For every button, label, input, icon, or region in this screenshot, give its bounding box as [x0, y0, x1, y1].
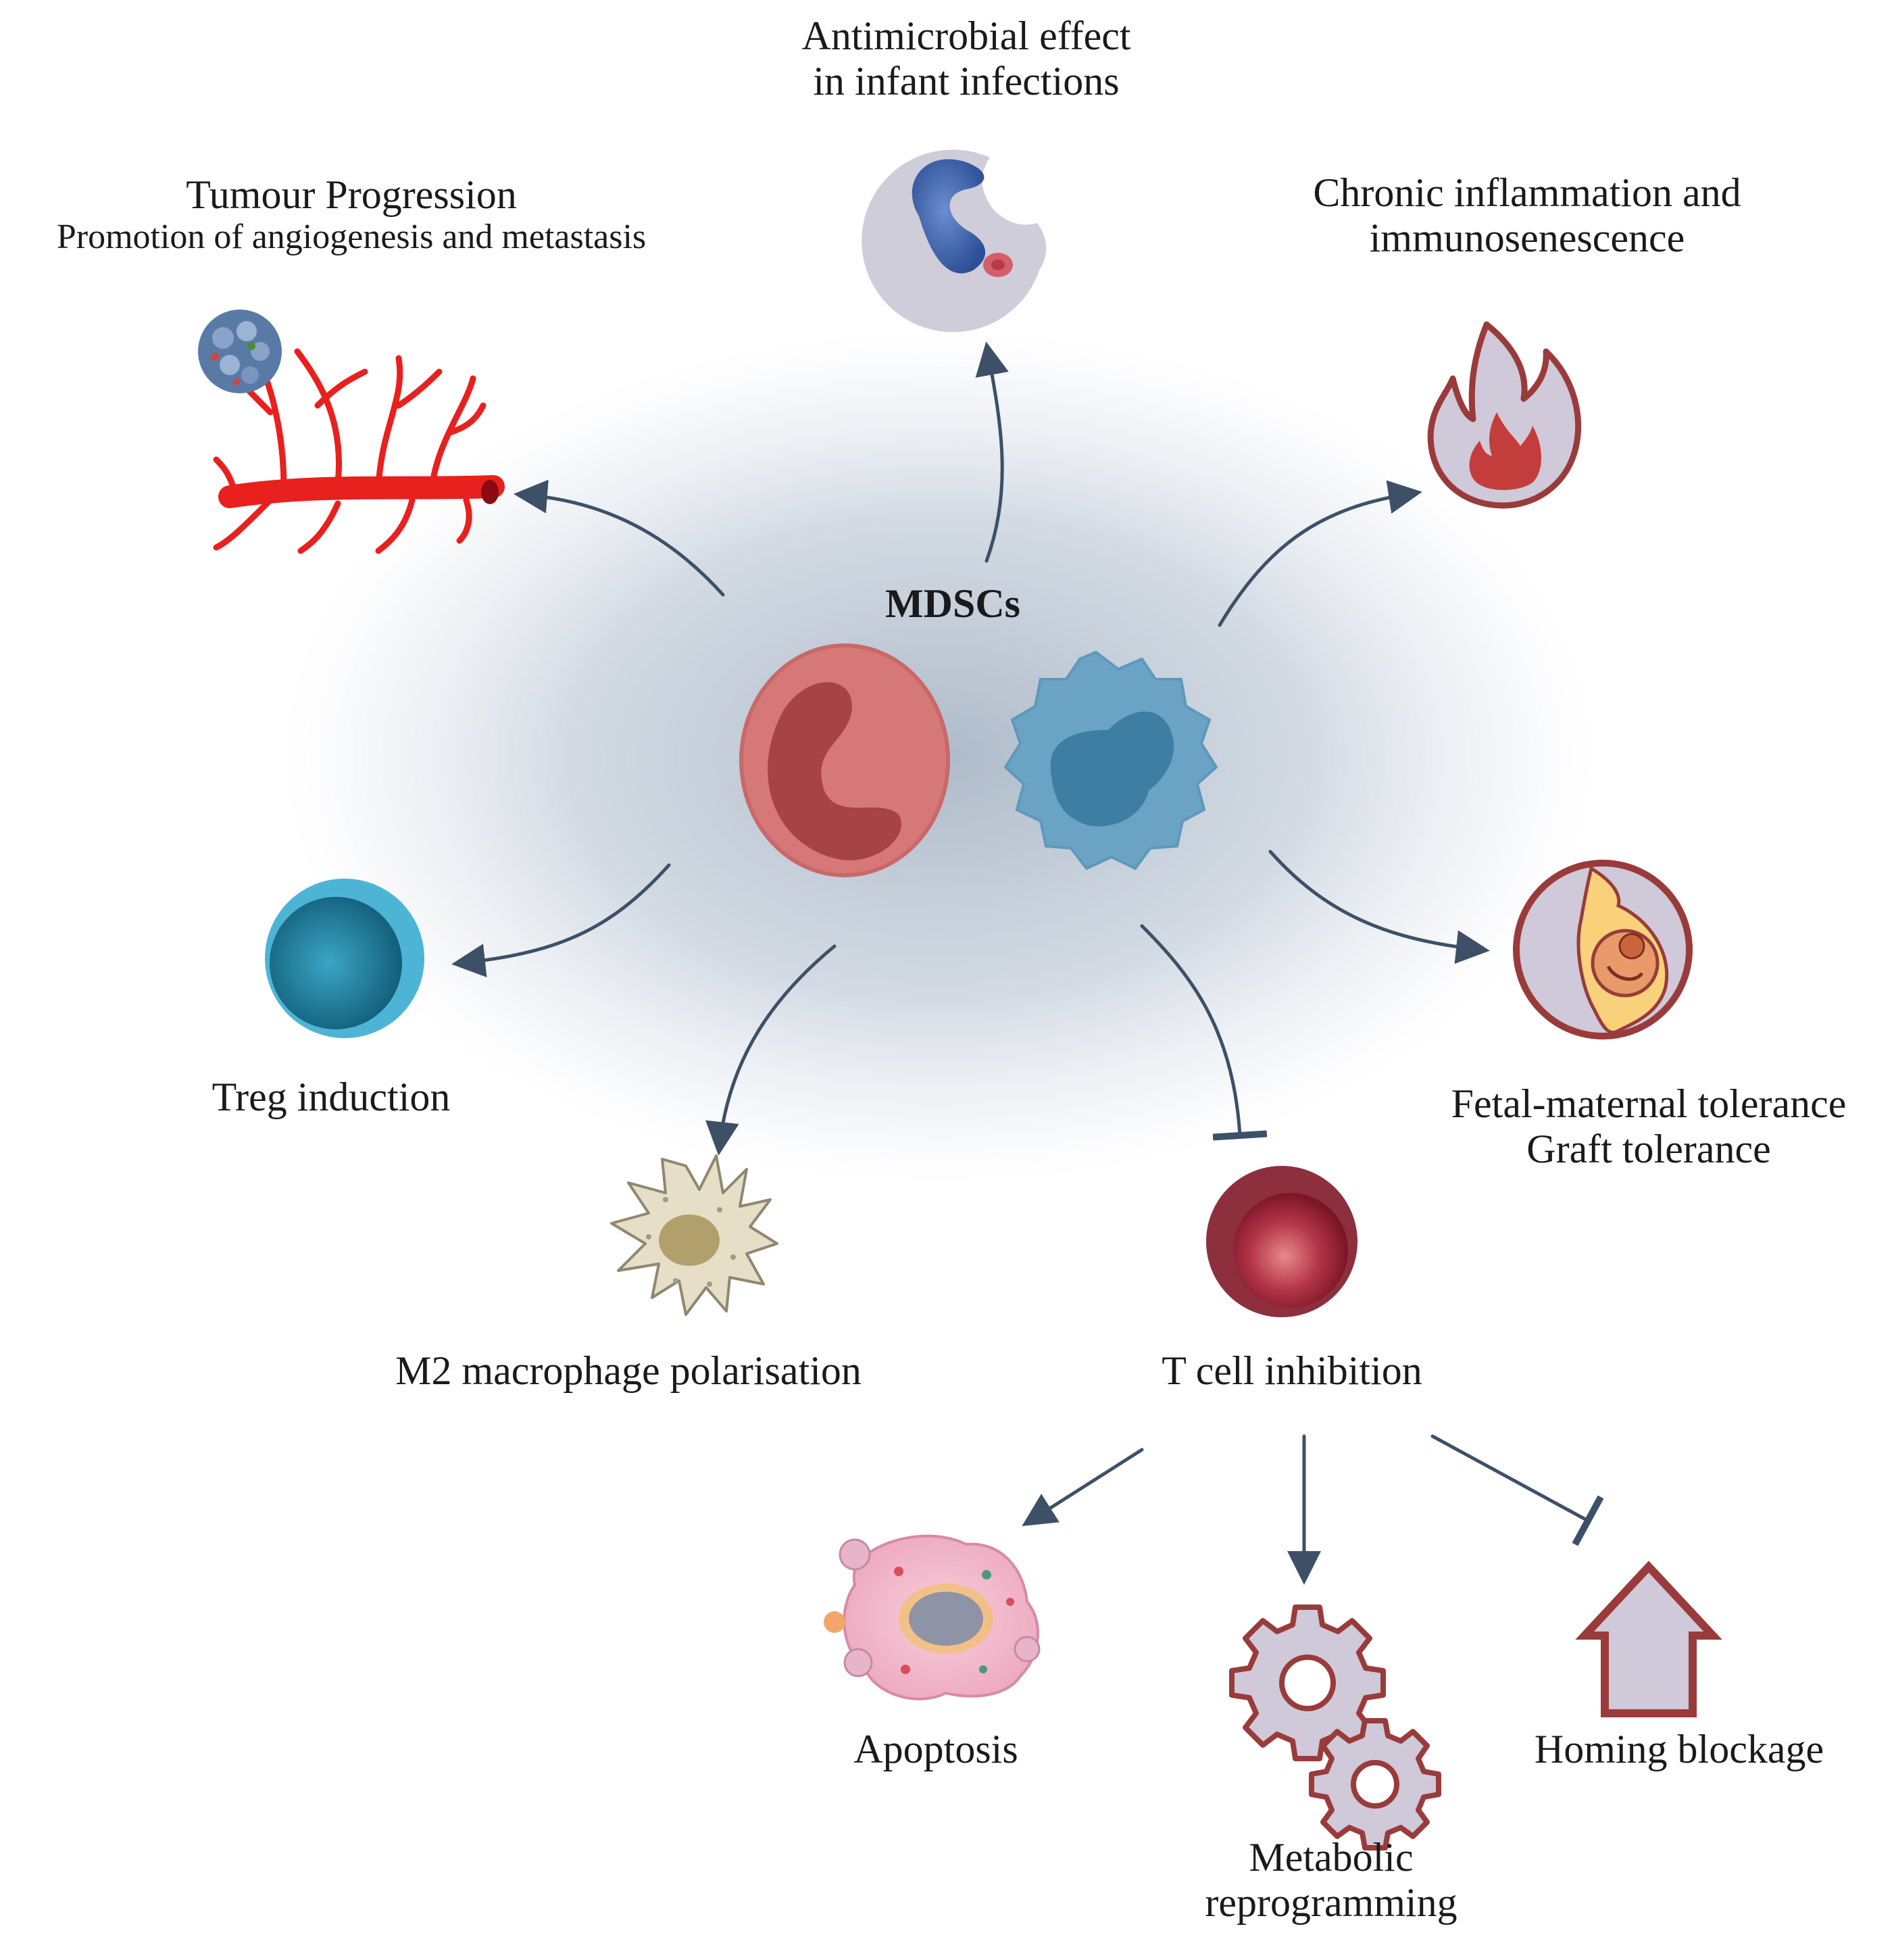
inhibition-to-homing [1430, 1434, 1604, 1546]
inhibition-to-tcell [1140, 924, 1268, 1141]
metabolic-line2: reprogramming [1205, 1880, 1457, 1926]
arrow-to-inflammation [1218, 480, 1422, 627]
metabolic-label: Metabolic reprogramming [1205, 1835, 1457, 1926]
antimicrobial-line1: Antimicrobial effect [801, 14, 1131, 58]
arrow-to-apoptosis [1022, 1448, 1144, 1527]
macrophage-icon [610, 1154, 778, 1316]
apoptosis-label: Apoptosis [853, 1727, 1018, 1771]
tumour-title: Tumour Progression [186, 172, 517, 217]
neutrophil-mdsc [739, 643, 950, 877]
tolerance-label: Fetal-maternal tolerance Graft tolerance [1451, 1081, 1847, 1172]
house-icon [1575, 1561, 1722, 1717]
arrow-to-macrophage [705, 944, 837, 1156]
tumour-subtitle: Promotion of angiogenesis and metastasis [56, 218, 647, 257]
antimicrobial-line2: in infant infections [813, 59, 1120, 104]
inflammation-label: Chronic inflammation and immunosenescenc… [1313, 170, 1741, 261]
tolerance-line2: Graft tolerance [1526, 1127, 1771, 1172]
tumour-cluster-icon [198, 310, 282, 393]
t-cell-icon [1206, 1166, 1357, 1317]
arrow-to-tumour [514, 479, 725, 597]
arrow-to-treg [451, 863, 671, 978]
treg-cell-icon [265, 879, 424, 1038]
arrow-to-antimicrobial [975, 341, 1009, 563]
mdsc-label: MDSCs [884, 581, 1021, 626]
antimicrobial-label: Antimicrobial effect in infant infection… [801, 14, 1130, 104]
metabolic-line1: Metabolic [1249, 1835, 1414, 1880]
macrophage-label: M2 macrophage polarisation [395, 1348, 862, 1393]
inflammation-line2: immunosenescence [1369, 216, 1685, 261]
phagocyte-icon [862, 149, 1047, 333]
tolerance-line1: Fetal-maternal tolerance [1451, 1081, 1847, 1126]
arrow-to-tolerance [1268, 850, 1490, 964]
pregnancy-icon [1513, 860, 1693, 1039]
tcell-label: T cell inhibition [1162, 1348, 1422, 1393]
homing-label: Homing blockage [1534, 1727, 1824, 1771]
monocytic-mdsc [1003, 650, 1218, 871]
inflammation-line1: Chronic inflammation and [1313, 170, 1741, 215]
treg-label: Treg induction [211, 1075, 451, 1119]
blood-vessel-icon [198, 310, 505, 554]
tumour-label: Tumour Progression Promotion of angiogen… [57, 172, 646, 257]
gears-icon [1229, 1604, 1441, 1851]
apoptosis-icon [824, 1534, 1041, 1700]
flame-icon [1427, 321, 1582, 509]
